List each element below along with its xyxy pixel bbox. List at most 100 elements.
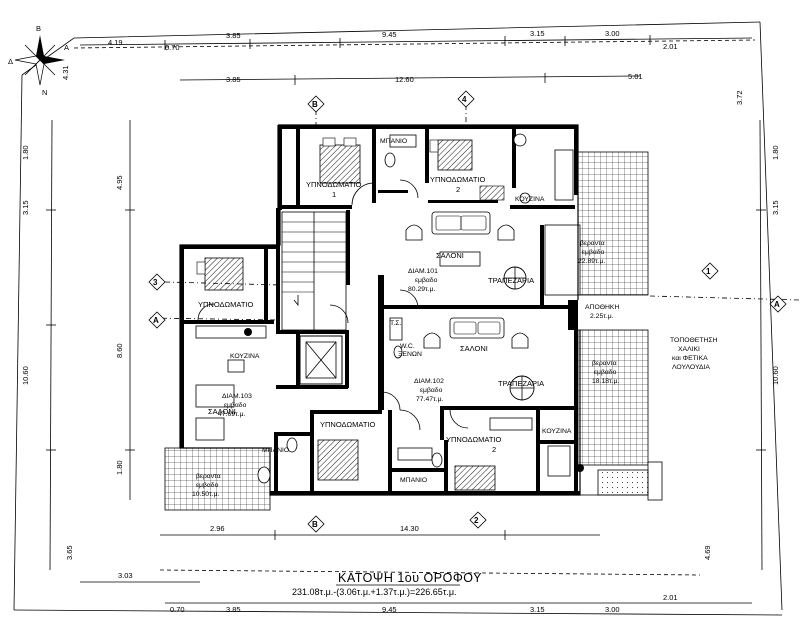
dim-top2-2: 12.60 <box>395 75 414 84</box>
area-formula: 231.08τ.μ.-(3.06τ.μ.+1.37τ.μ.)=226.65τ.μ… <box>292 587 457 597</box>
room-kitchen-bottom-label: ΚΟΥΖΙΝΑ <box>542 428 572 435</box>
dim-top-4: 9.45 <box>382 30 397 39</box>
axis-label-a-left: Α <box>153 316 159 325</box>
apt-101-area-label: εμβαδο <box>415 277 438 284</box>
dim-top2-3: 5.01 <box>628 72 643 81</box>
axis-label-4: 4 <box>462 95 467 104</box>
dim-left-6: 10.60 <box>21 366 30 385</box>
title-block: ΚΑΤΟΨΗ 1ου ΟΡΟΦΟΥ 231.08τ.μ.-(3.06τ.μ.+1… <box>292 571 482 597</box>
dim-left-4: 3.15 <box>21 200 30 215</box>
site-boundary <box>13 21 783 616</box>
dim-top-3: 3.85 <box>226 31 241 40</box>
dim-top-5: 3.15 <box>530 29 545 38</box>
bed-1 <box>319 144 361 184</box>
landscape-note: ΤΟΠΟΘΕΤΗΣΗ ΧΑΛΙΚΙ και ΦΕΤΙΚΑ ΛΟΥΛΟΥΔΙΑ <box>670 337 718 371</box>
room-wc-sub-label: ΞΕΝΩΝ <box>398 351 422 358</box>
dim-bottom-9: 2.01 <box>663 593 678 602</box>
room-bedroom-2-bottom-label: ΥΠΝΟΔΩΜΑΤΙΟ <box>446 435 501 444</box>
apt-103-name: ΔΙΑΜ.103 <box>222 393 252 400</box>
room-wc-label: W.C. <box>400 343 415 350</box>
bed-2-top <box>437 139 473 171</box>
veranda-left-name: βεραντα <box>196 473 221 480</box>
compass-south-label: Ν <box>42 88 47 97</box>
dim-bottom-4: 0.70 <box>170 605 185 614</box>
room-bedroom-left-label: ΥΠΝΟΔΩΜΑΤΙΟ <box>198 300 253 309</box>
veranda-mid-area-value: 18.18τ.μ. <box>592 378 619 385</box>
dim-top2-1: 3.85 <box>226 75 241 84</box>
dimension-texts: 4.19 0.70 3.85 9.45 3.15 3.00 2.01 3.85 … <box>21 29 780 614</box>
dimension-lines <box>46 35 766 604</box>
veranda-mid-name: βεραντα <box>592 360 617 367</box>
dim-right-2: 1.80 <box>771 145 780 160</box>
veranda-right-name: βεραντα <box>580 240 605 247</box>
axis-label-b-top: Β <box>312 100 318 109</box>
dim-top-2: 0.70 <box>165 43 180 52</box>
walls <box>179 124 581 496</box>
axis-label-2: 2 <box>474 516 479 525</box>
apt-102-area-value: 77.47τ.μ. <box>416 396 443 403</box>
room-bathroom-left-label: ΜΠΑΝΙΟ <box>262 447 289 454</box>
dim-left-1: 4.31 <box>61 65 70 80</box>
apt-101-name: ΔΙΑΜ.101 <box>408 268 438 275</box>
room-living-mid-label: ΣΑΛΟΝΙ <box>460 344 488 353</box>
veranda-left-floor <box>164 447 271 511</box>
dim-left-3: 4.95 <box>115 175 124 190</box>
dim-right-5: 4.69 <box>703 545 712 560</box>
dim-top-7: 2.01 <box>663 42 678 51</box>
dim-bottom-2: 14.30 <box>400 524 419 533</box>
staircase <box>281 211 347 385</box>
apothiki-area: 2.25τ.μ. <box>590 313 614 320</box>
room-bathroom-bottom-label: ΜΠΑΝΙΟ <box>400 477 427 484</box>
apt-103-area-value: 47.69τ.μ. <box>218 411 245 418</box>
note-line-2: ΧΑΛΙΚΙ <box>678 346 700 353</box>
door-swings <box>197 179 469 431</box>
axis-label-1: 1 <box>706 267 711 276</box>
room-ts-label: Τ.Σ. <box>390 320 401 327</box>
room-living-top-label: ΣΑΛΟΝΙ <box>436 251 464 260</box>
dim-bottom-6: 9.45 <box>382 605 397 614</box>
room-labels: ΥΠΝΟΔΩΜΑΤΙΟ 1 ΥΠΝΟΔΩΜΑΤΙΟ 2 ΜΠΑΝΙΟ ΚΟΥΖΙ… <box>192 138 619 498</box>
dim-bottom-1: 2.96 <box>210 524 225 533</box>
apt-102-name: ΔΙΑΜ.102 <box>414 378 444 385</box>
note-line-4: ΛΟΥΛΟΥΔΙΑ <box>672 364 710 371</box>
room-bedroom-1-number: 1 <box>332 190 336 199</box>
room-bedroom-2-top-number: 2 <box>456 185 460 194</box>
room-kitchen-top-label: ΚΟΥΖΙΝΑ <box>515 196 545 203</box>
room-dining-mid-label: ΤΡΑΠΕΖΑΡΙΑ <box>498 379 544 388</box>
room-bedroom-2-bottom-number: 2 <box>492 445 496 454</box>
veranda-left-area-value: 10.50τ.μ. <box>192 491 219 498</box>
dim-left-5: 8.60 <box>115 343 124 358</box>
veranda-right-area-value: 22.89τ.μ. <box>578 258 605 265</box>
dim-bottom-7: 3.15 <box>530 605 545 614</box>
bed-2-bottom <box>454 465 496 491</box>
apt-101-area-value: 80.29τ.μ. <box>408 286 435 293</box>
dim-left-2: 1.80 <box>21 145 30 160</box>
compass-north-label: Β <box>36 24 41 33</box>
dim-left-7: 1.80 <box>115 460 124 475</box>
dim-right-3: 3.15 <box>771 200 780 215</box>
room-bathroom-top-label: ΜΠΑΝΙΟ <box>380 138 407 145</box>
room-bedroom-2-top-label: ΥΠΝΟΔΩΜΑΤΙΟ <box>430 175 485 184</box>
compass-rose: Β Α Δ Ν <box>8 24 69 97</box>
dim-right-1: 3.72 <box>735 90 744 105</box>
axis-label-a-right: Α <box>774 300 780 309</box>
room-bedroom-bottom-label: ΥΠΝΟΔΩΜΑΤΙΟ <box>320 420 375 429</box>
verandas <box>164 151 663 511</box>
apt-102-area-label: εμβαδο <box>420 387 443 394</box>
compass-west-label: Δ <box>8 57 13 66</box>
furniture <box>195 133 584 491</box>
note-line-1: ΤΟΠΟΘΕΤΗΣΗ <box>670 337 718 344</box>
dim-top-6: 3.00 <box>605 29 620 38</box>
veranda-right-area-label: εμβαδο <box>582 249 605 256</box>
veranda-mid-floor <box>577 329 649 471</box>
compass-east-label: Α <box>64 43 69 52</box>
veranda-left-area-label: εμβαδο <box>196 482 219 489</box>
dim-right-4: 10.60 <box>771 366 780 385</box>
bed-left <box>204 257 244 291</box>
grid-axes: Β 4 3 Α 1 Α Β 2 <box>148 90 800 533</box>
axis-label-b-bottom: Β <box>312 520 318 529</box>
room-living-left-label: ΣΑΛΟΝΙ <box>208 407 236 416</box>
dim-top-1: 4.19 <box>108 38 123 47</box>
room-kitchen-left-label: ΚΟΥΖΙΝΑ <box>230 353 260 360</box>
